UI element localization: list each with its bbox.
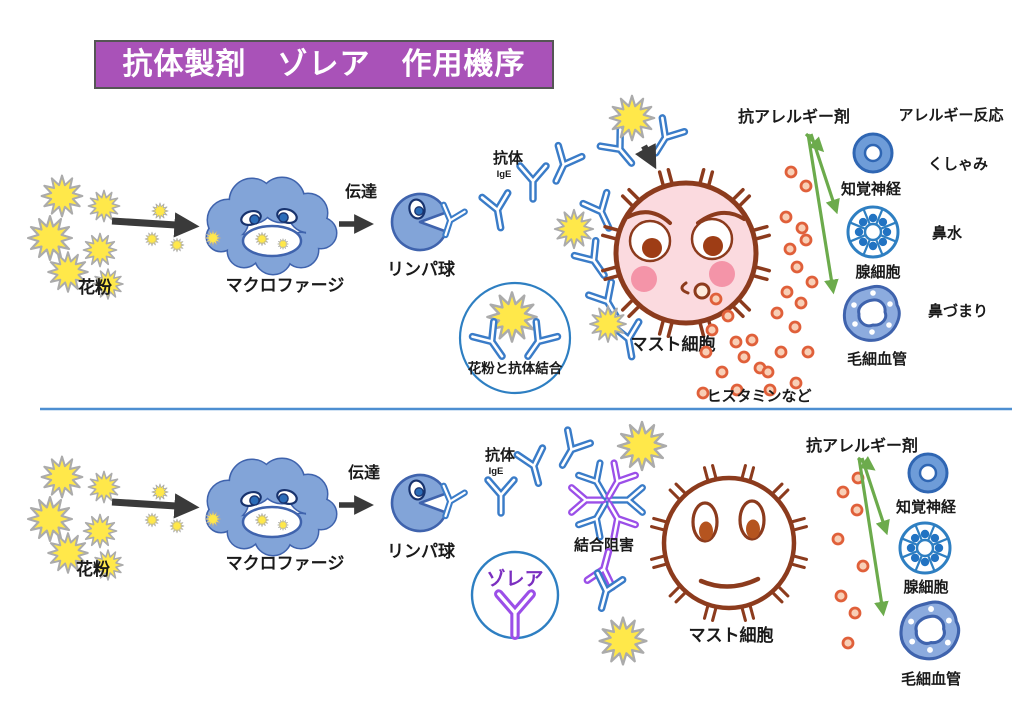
lymphocyte-label-top: リンパ球 [387, 260, 456, 279]
ige-label-top: IgE [497, 169, 512, 180]
histamine-label: ヒスタミンなど [706, 388, 811, 405]
capillary-icon-bottom [899, 600, 961, 661]
mast-cell-label-top: マスト細胞 [631, 334, 716, 354]
page-title: 抗体製剤 ゾレア 作用機序 [123, 47, 526, 81]
anti-allergy-label-top: 抗アレルギー剤 [738, 107, 850, 126]
pollen-antibody-complex-falling [608, 94, 657, 170]
macrophage-label-bottom: マクロファージ [226, 554, 345, 573]
pollen-label-bottom: 花粉 [76, 559, 110, 579]
allergy-reaction-heading: アレルギー反応 [898, 106, 1003, 124]
antibody-label-bottom: 抗体 [485, 446, 516, 464]
gland-cell-label-top: 腺細胞 [855, 263, 900, 281]
capillary-label-top: 毛細血管 [847, 350, 907, 368]
inhibited-antibody-pair [587, 548, 622, 611]
anti-allergy-label-bottom: 抗アレルギー剤 [806, 436, 918, 455]
cheek-left [631, 266, 657, 292]
ige-label-bottom: IgE [489, 466, 504, 477]
lymphocyte-label-bottom: リンパ球 [387, 542, 456, 561]
binding-note-circle: 花粉と抗体結合 [458, 281, 572, 395]
binding-note-label: 花粉と抗体結合 [468, 360, 563, 376]
runny-nose-label: 鼻水 [932, 224, 963, 242]
xolair-circle: ゾレア [470, 550, 560, 638]
gland-cell-icon-top [846, 205, 900, 259]
transmission-label-bottom: 伝達 [348, 463, 380, 482]
gland-cell-icon-bottom [898, 521, 952, 575]
cheek-right [709, 261, 735, 287]
macrophage-label-top: マクロファージ [226, 276, 345, 295]
title-banner-box [94, 40, 554, 89]
binding-inhibition-cluster [572, 463, 643, 537]
capillary-icon-top [842, 284, 901, 342]
sensory-nerve-label-bottom: 知覚神経 [896, 498, 957, 516]
gland-cell-label-bottom: 腺細胞 [903, 578, 948, 596]
binding-inhibition-label: 結合阻害 [574, 536, 634, 554]
anti-allergy-arrows-top [804, 132, 840, 295]
sneeze-label: くしゃみ [928, 156, 988, 173]
histamine-dots-bottom [831, 471, 870, 650]
capillary-label-bottom: 毛細血管 [901, 670, 961, 688]
congestion-label: 鼻づまり [928, 302, 988, 320]
pollen-label-top: 花粉 [78, 277, 112, 297]
xolair-label: ゾレア [486, 568, 543, 590]
mast-cell-bottom [650, 464, 808, 622]
free-pollen-star-bottom [598, 616, 648, 666]
mast-cell-top [600, 167, 772, 339]
sensory-nerve-icon-bottom [907, 452, 949, 494]
mast-cell-label-bottom: マスト細胞 [689, 625, 774, 645]
free-pollen-star-top [616, 420, 668, 472]
mouth-blow [693, 282, 711, 300]
antibody-label-top: 抗体 [493, 149, 524, 167]
smile-mouth [698, 576, 761, 589]
anti-allergy-arrows-bottom [857, 456, 890, 617]
mouth-curl [680, 281, 690, 295]
eyebrow-left [626, 210, 672, 225]
sensory-nerve-icon-top [852, 132, 894, 174]
title-banner: 抗体製剤 ゾレア 作用機序 [94, 40, 554, 89]
transmission-label-top: 伝達 [345, 182, 377, 201]
sensory-nerve-label-top: 知覚神経 [841, 180, 902, 198]
